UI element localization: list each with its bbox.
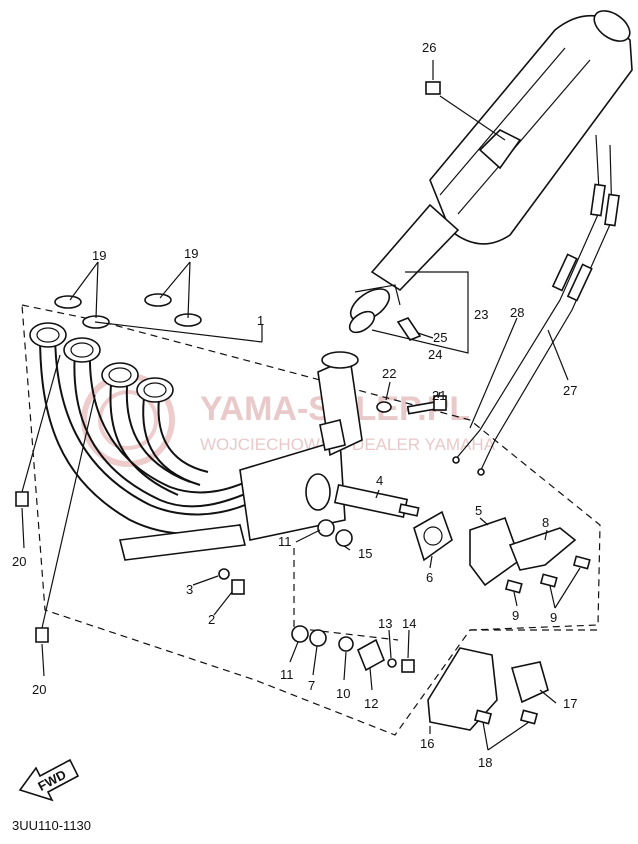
exhaust-headers	[39, 331, 363, 561]
callout-25: 25	[433, 330, 447, 345]
callout-22: 22	[382, 366, 396, 381]
callout-4: 4	[376, 473, 383, 488]
callout-26: 26	[422, 40, 436, 55]
callout-5: 5	[475, 503, 482, 518]
small-parts	[15, 81, 591, 731]
callout-16: 16	[420, 736, 434, 751]
callout-13: 13	[378, 616, 392, 631]
fwd-arrow: FWD	[18, 758, 80, 802]
callout-27: 27	[563, 383, 577, 398]
callout-20-lower: 20	[32, 682, 46, 697]
muffler	[348, 10, 633, 334]
callout-28: 28	[510, 305, 524, 320]
callout-23: 23	[474, 307, 488, 322]
callout-6: 6	[426, 570, 433, 585]
assembly-boundaries	[21, 304, 601, 736]
callout-11-upper: 11	[278, 534, 292, 549]
callout-7: 7	[308, 678, 315, 693]
callout-20-upper: 20	[12, 554, 26, 569]
callout-21: 21	[432, 388, 446, 403]
callout-12: 12	[364, 696, 378, 711]
callout-1: 1	[257, 313, 264, 328]
control-cables	[452, 134, 620, 476]
callout-labels: 1 2 3 4 5 6 7 8 9 9 10 11 11 12 13 14 15…	[12, 40, 577, 770]
callout-15: 15	[358, 546, 372, 561]
callout-19-right: 19	[184, 246, 198, 261]
callout-9-right: 9	[550, 610, 557, 625]
callout-24: 24	[428, 347, 442, 362]
callout-3: 3	[186, 582, 193, 597]
callout-18: 18	[478, 755, 492, 770]
callout-11-lower: 11	[280, 667, 294, 682]
leader-lines	[21, 60, 581, 751]
gaskets	[54, 293, 202, 329]
diagram-code: 3UU110-1130	[12, 818, 92, 833]
callout-17: 17	[563, 696, 577, 711]
callout-9-left: 9	[512, 608, 519, 623]
callout-10: 10	[336, 686, 350, 701]
callout-2: 2	[208, 612, 215, 627]
header-flanges	[29, 322, 174, 403]
callout-14: 14	[402, 616, 416, 631]
callout-8: 8	[542, 515, 549, 530]
callout-19-left: 19	[92, 248, 106, 263]
